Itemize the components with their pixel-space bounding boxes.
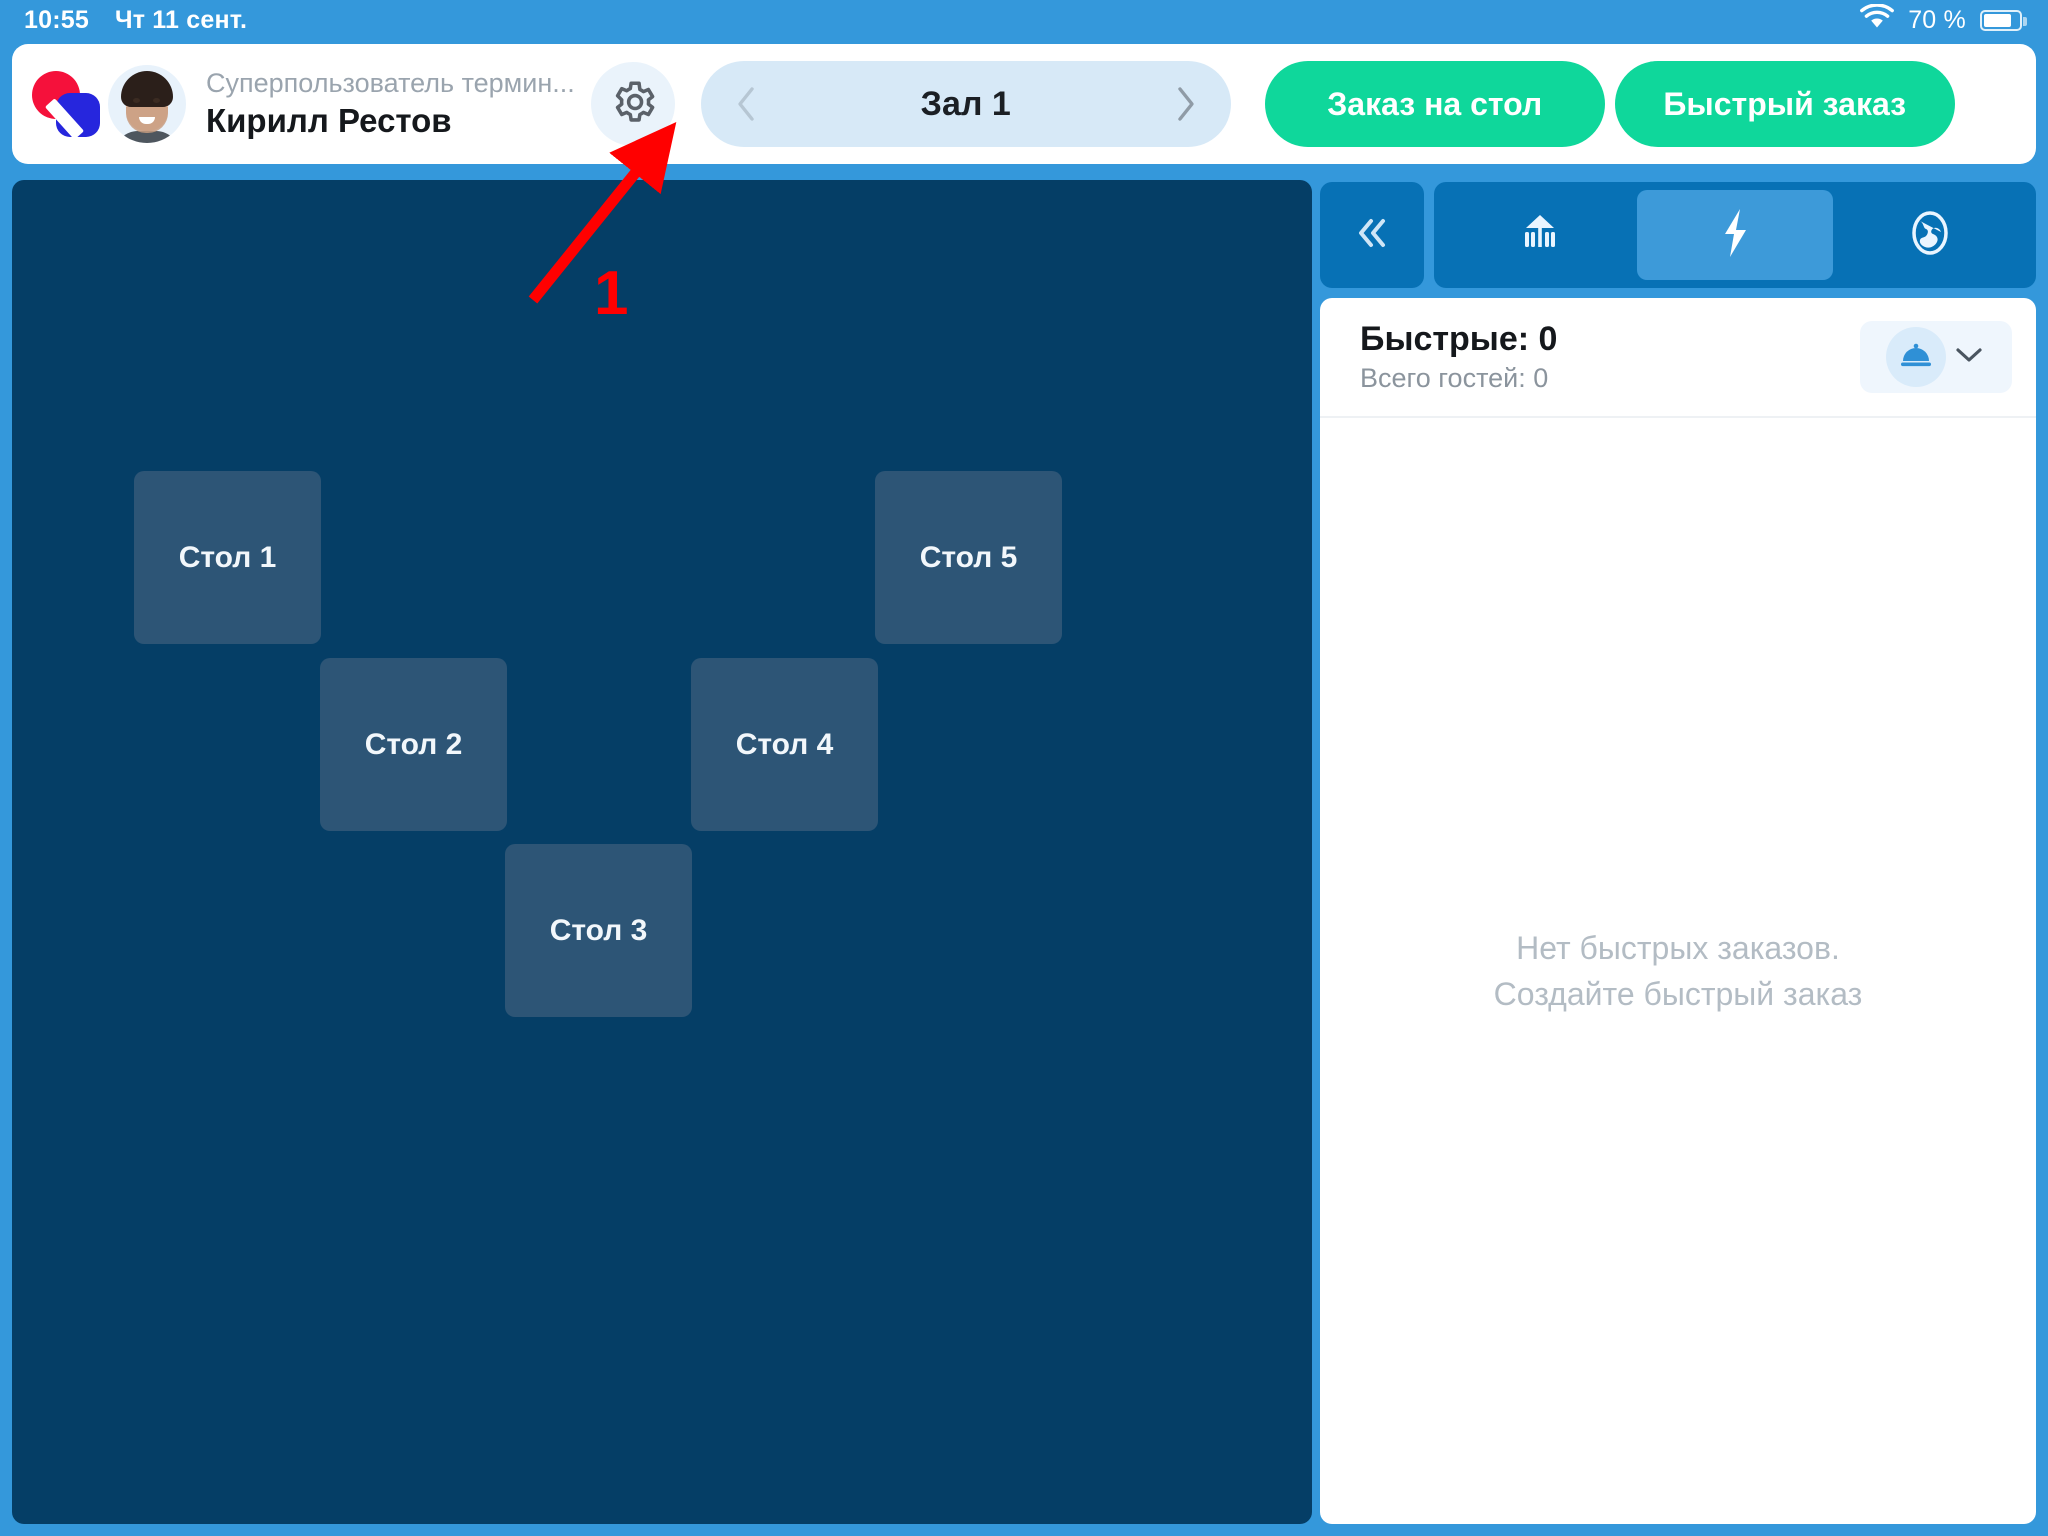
user-identity: Суперпользователь термин... Кирилл Ресто…	[206, 67, 575, 142]
status-bar: 10:55 Чт 11 сент. 70 %	[0, 0, 2048, 40]
quick-order-button[interactable]: Быстрый заказ	[1614, 61, 1955, 147]
table-label: Стол 1	[178, 540, 277, 574]
wifi-icon	[1860, 2, 1895, 37]
right-toolbar	[1320, 182, 2036, 288]
status-date: Чт 11 сент.	[114, 5, 248, 34]
battery-icon	[1980, 9, 2027, 31]
panel-body: Нет быстрых заказов. Создайте быстрый за…	[1320, 418, 2036, 1524]
floor-plan[interactable]: Стол 1 Стол 2 Стол 3 Стол 4 Стол 5	[12, 180, 1312, 1524]
panel-header: Быстрые: 0 Всего гостей: 0	[1320, 298, 2036, 418]
app-header: Суперпользователь термин... Кирилл Ресто…	[12, 44, 2036, 164]
view-mode-group	[1434, 182, 2036, 288]
table-card[interactable]: Стол 2	[320, 658, 507, 831]
empty-line-1: Нет быстрых заказов.	[1516, 929, 1840, 966]
chevron-down-icon[interactable]	[1952, 344, 1986, 371]
tab-tables[interactable]	[1442, 190, 1637, 280]
user-name: Кирилл Рестов	[206, 102, 452, 140]
table-card[interactable]: Стол 4	[691, 658, 878, 831]
app-logo-icon	[30, 67, 104, 141]
avatar[interactable]	[108, 65, 186, 143]
order-table-button[interactable]: Заказ на стол	[1264, 61, 1605, 147]
serving-filter-button[interactable]	[1860, 321, 2012, 393]
chevron-left-icon[interactable]	[735, 86, 757, 122]
panel-subtitle: Всего гостей: 0	[1360, 363, 1549, 393]
lightning-bolt-icon	[1715, 206, 1755, 265]
settings-button[interactable]	[590, 62, 675, 146]
panel-title: Быстрые: 0	[1360, 320, 1558, 358]
table-card[interactable]: Стол 5	[875, 471, 1062, 644]
chevron-right-icon[interactable]	[1175, 86, 1197, 122]
table-label: Стол 5	[919, 540, 1018, 574]
user-role: Суперпользователь термин...	[206, 67, 575, 98]
cloche-icon	[1886, 327, 1946, 387]
tab-quick-orders[interactable]	[1637, 190, 1833, 280]
status-time: 10:55	[24, 5, 89, 34]
double-chevron-left-icon	[1349, 213, 1395, 258]
annotation-step-number: 1	[594, 259, 629, 328]
table-card[interactable]: Стол 3	[505, 844, 692, 1017]
table-card[interactable]: Стол 1	[134, 471, 321, 644]
empty-state: Нет быстрых заказов. Создайте быстрый за…	[1494, 925, 1863, 1018]
table-label: Стол 3	[549, 913, 648, 947]
tab-delivery[interactable]	[1833, 190, 2028, 280]
empty-line-2: Создайте быстрый заказ	[1493, 976, 1863, 1012]
hall-selector[interactable]: Зал 1	[700, 61, 1231, 147]
table-label: Стол 2	[364, 727, 463, 761]
globe-icon	[1906, 208, 1954, 263]
hall-label: Зал 1	[920, 84, 1011, 123]
quick-orders-panel: Быстрые: 0 Всего гостей: 0 Нет быстрых з…	[1320, 298, 2036, 1524]
battery-percent: 70 %	[1908, 5, 1966, 34]
collapse-panel-button[interactable]	[1320, 182, 1424, 288]
table-label: Стол 4	[735, 727, 834, 761]
tables-icon	[1514, 209, 1566, 262]
gear-icon	[608, 77, 658, 132]
